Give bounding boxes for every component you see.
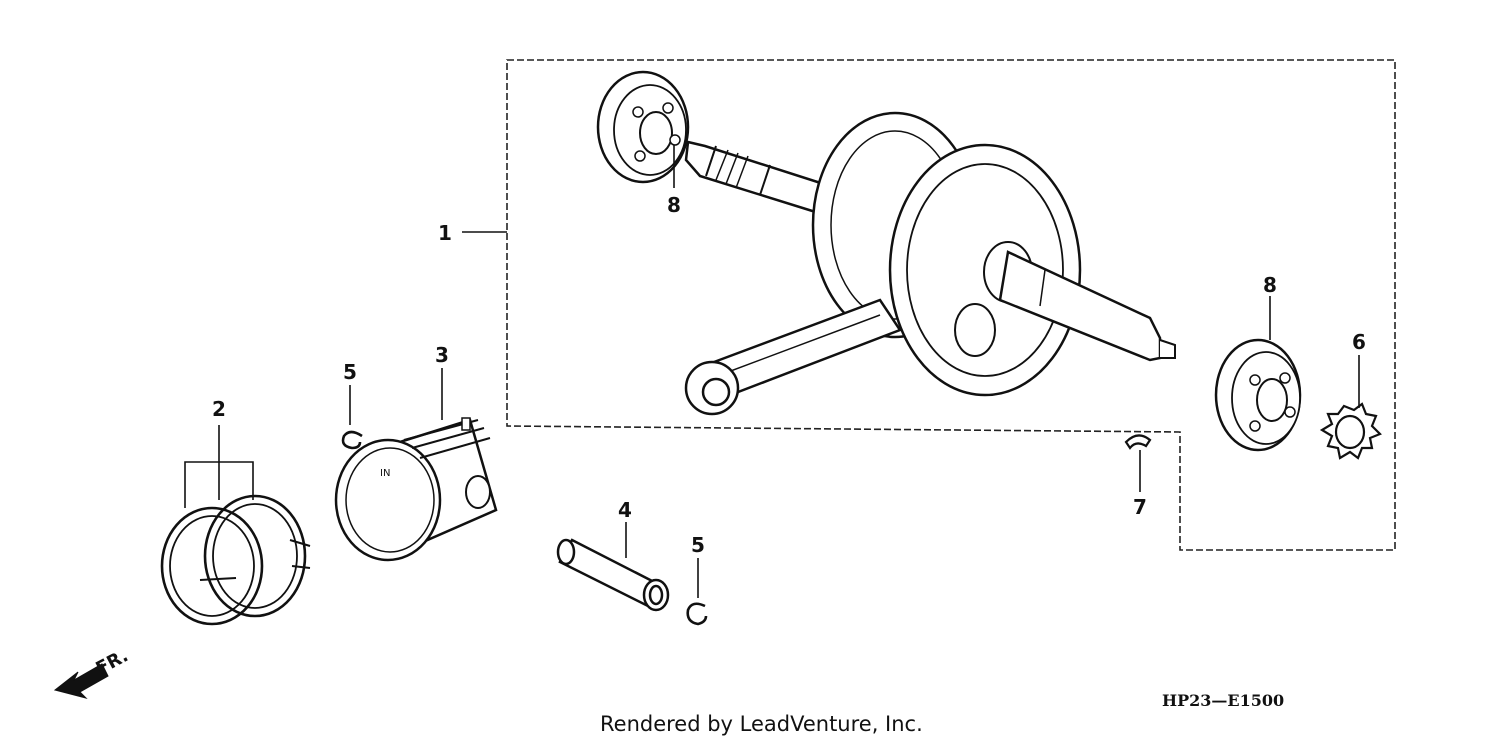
assembly-group-frame [506, 59, 1396, 551]
front-direction-indicator: FR. [53, 645, 132, 699]
crankshaft-left-shaft [684, 140, 832, 216]
bearing-right [1214, 338, 1302, 452]
piston-pin-clip-lower [686, 602, 708, 626]
crankshaft-assembly [684, 111, 1176, 416]
callout-2: 2 [212, 397, 226, 421]
piston-ring-set [160, 494, 311, 626]
woodruff-key [1124, 434, 1152, 450]
callout-8-right: 8 [1263, 273, 1277, 297]
front-arrow-icon [53, 663, 109, 699]
callout-1: 1 [438, 221, 452, 245]
piston-in-mark: IN [380, 468, 390, 479]
diagram-code: HP23—E1500 [1162, 691, 1284, 710]
callout-4: 4 [618, 498, 632, 522]
callout-3: 3 [435, 343, 449, 367]
leader-lines [184, 145, 1360, 598]
piston-pin-clip-upper [341, 430, 363, 450]
piston-pin [556, 538, 670, 612]
cam-chain-sprocket [1319, 402, 1382, 460]
render-credit: Rendered by LeadVenture, Inc. [600, 712, 923, 736]
callout-6: 6 [1352, 330, 1366, 354]
callout-5-upper: 5 [343, 360, 357, 384]
callout-5-lower: 5 [691, 533, 705, 557]
bearing-left [596, 70, 690, 184]
piston: IN [334, 417, 498, 562]
callout-8-left: 8 [667, 193, 681, 217]
callout-7: 7 [1133, 495, 1147, 519]
